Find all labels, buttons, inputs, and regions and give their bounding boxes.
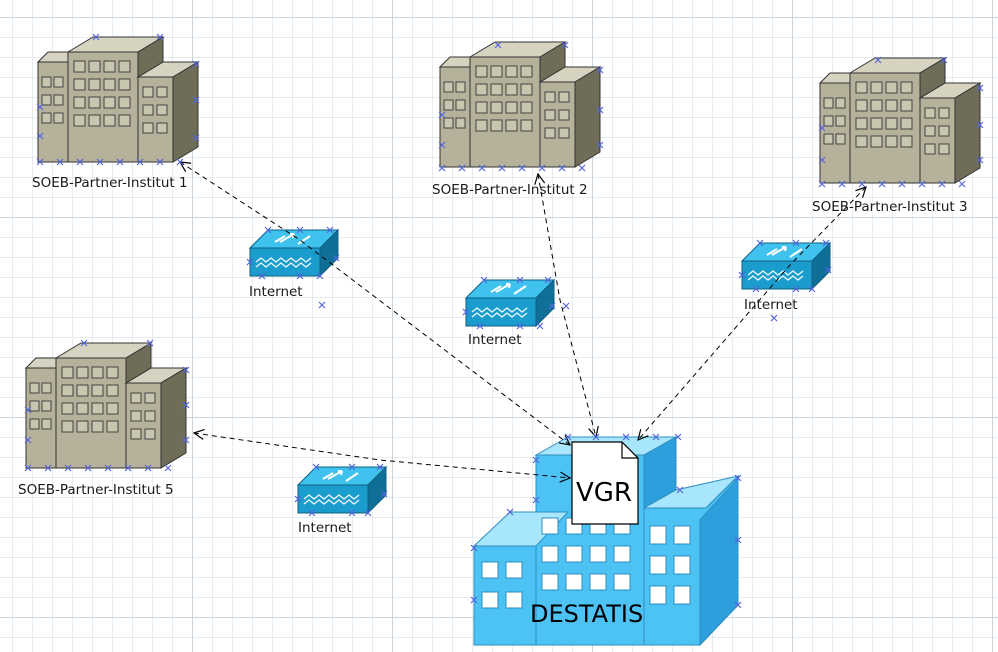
connectors xyxy=(180,162,866,478)
internet-router-2[interactable] xyxy=(465,279,555,327)
internet-router-1[interactable] xyxy=(249,229,339,277)
connector-partner5-destatis xyxy=(194,433,570,478)
vgr-document-label: VGR xyxy=(576,478,632,508)
partner-building-2[interactable] xyxy=(439,41,601,168)
internet-2-label: Internet xyxy=(468,332,522,348)
partner-building-1[interactable] xyxy=(37,36,199,163)
partner-5-label: SOEB-Partner-Institut 5 xyxy=(18,482,174,498)
partner-building-3[interactable] xyxy=(819,57,981,184)
partner-2-label: SOEB-Partner-Institut 2 xyxy=(432,182,588,198)
internet-router-3[interactable] xyxy=(741,242,831,290)
internet-router-4[interactable] xyxy=(297,466,387,514)
partner-3-label: SOEB-Partner-Institut 3 xyxy=(812,199,968,215)
connector-partner1-destatis xyxy=(180,162,570,445)
destatis-label: DESTATIS xyxy=(530,600,644,628)
partner-1-label: SOEB-Partner-Institut 1 xyxy=(32,175,188,191)
internet-1-label: Internet xyxy=(249,284,303,300)
connector-partner2-destatis xyxy=(538,174,596,437)
partner-building-5[interactable] xyxy=(25,342,187,469)
vgr-document-icon[interactable] xyxy=(571,441,639,525)
internet-4-label: Internet xyxy=(298,520,352,536)
internet-3-label: Internet xyxy=(744,297,798,313)
connector-partner3-destatis xyxy=(638,187,866,440)
